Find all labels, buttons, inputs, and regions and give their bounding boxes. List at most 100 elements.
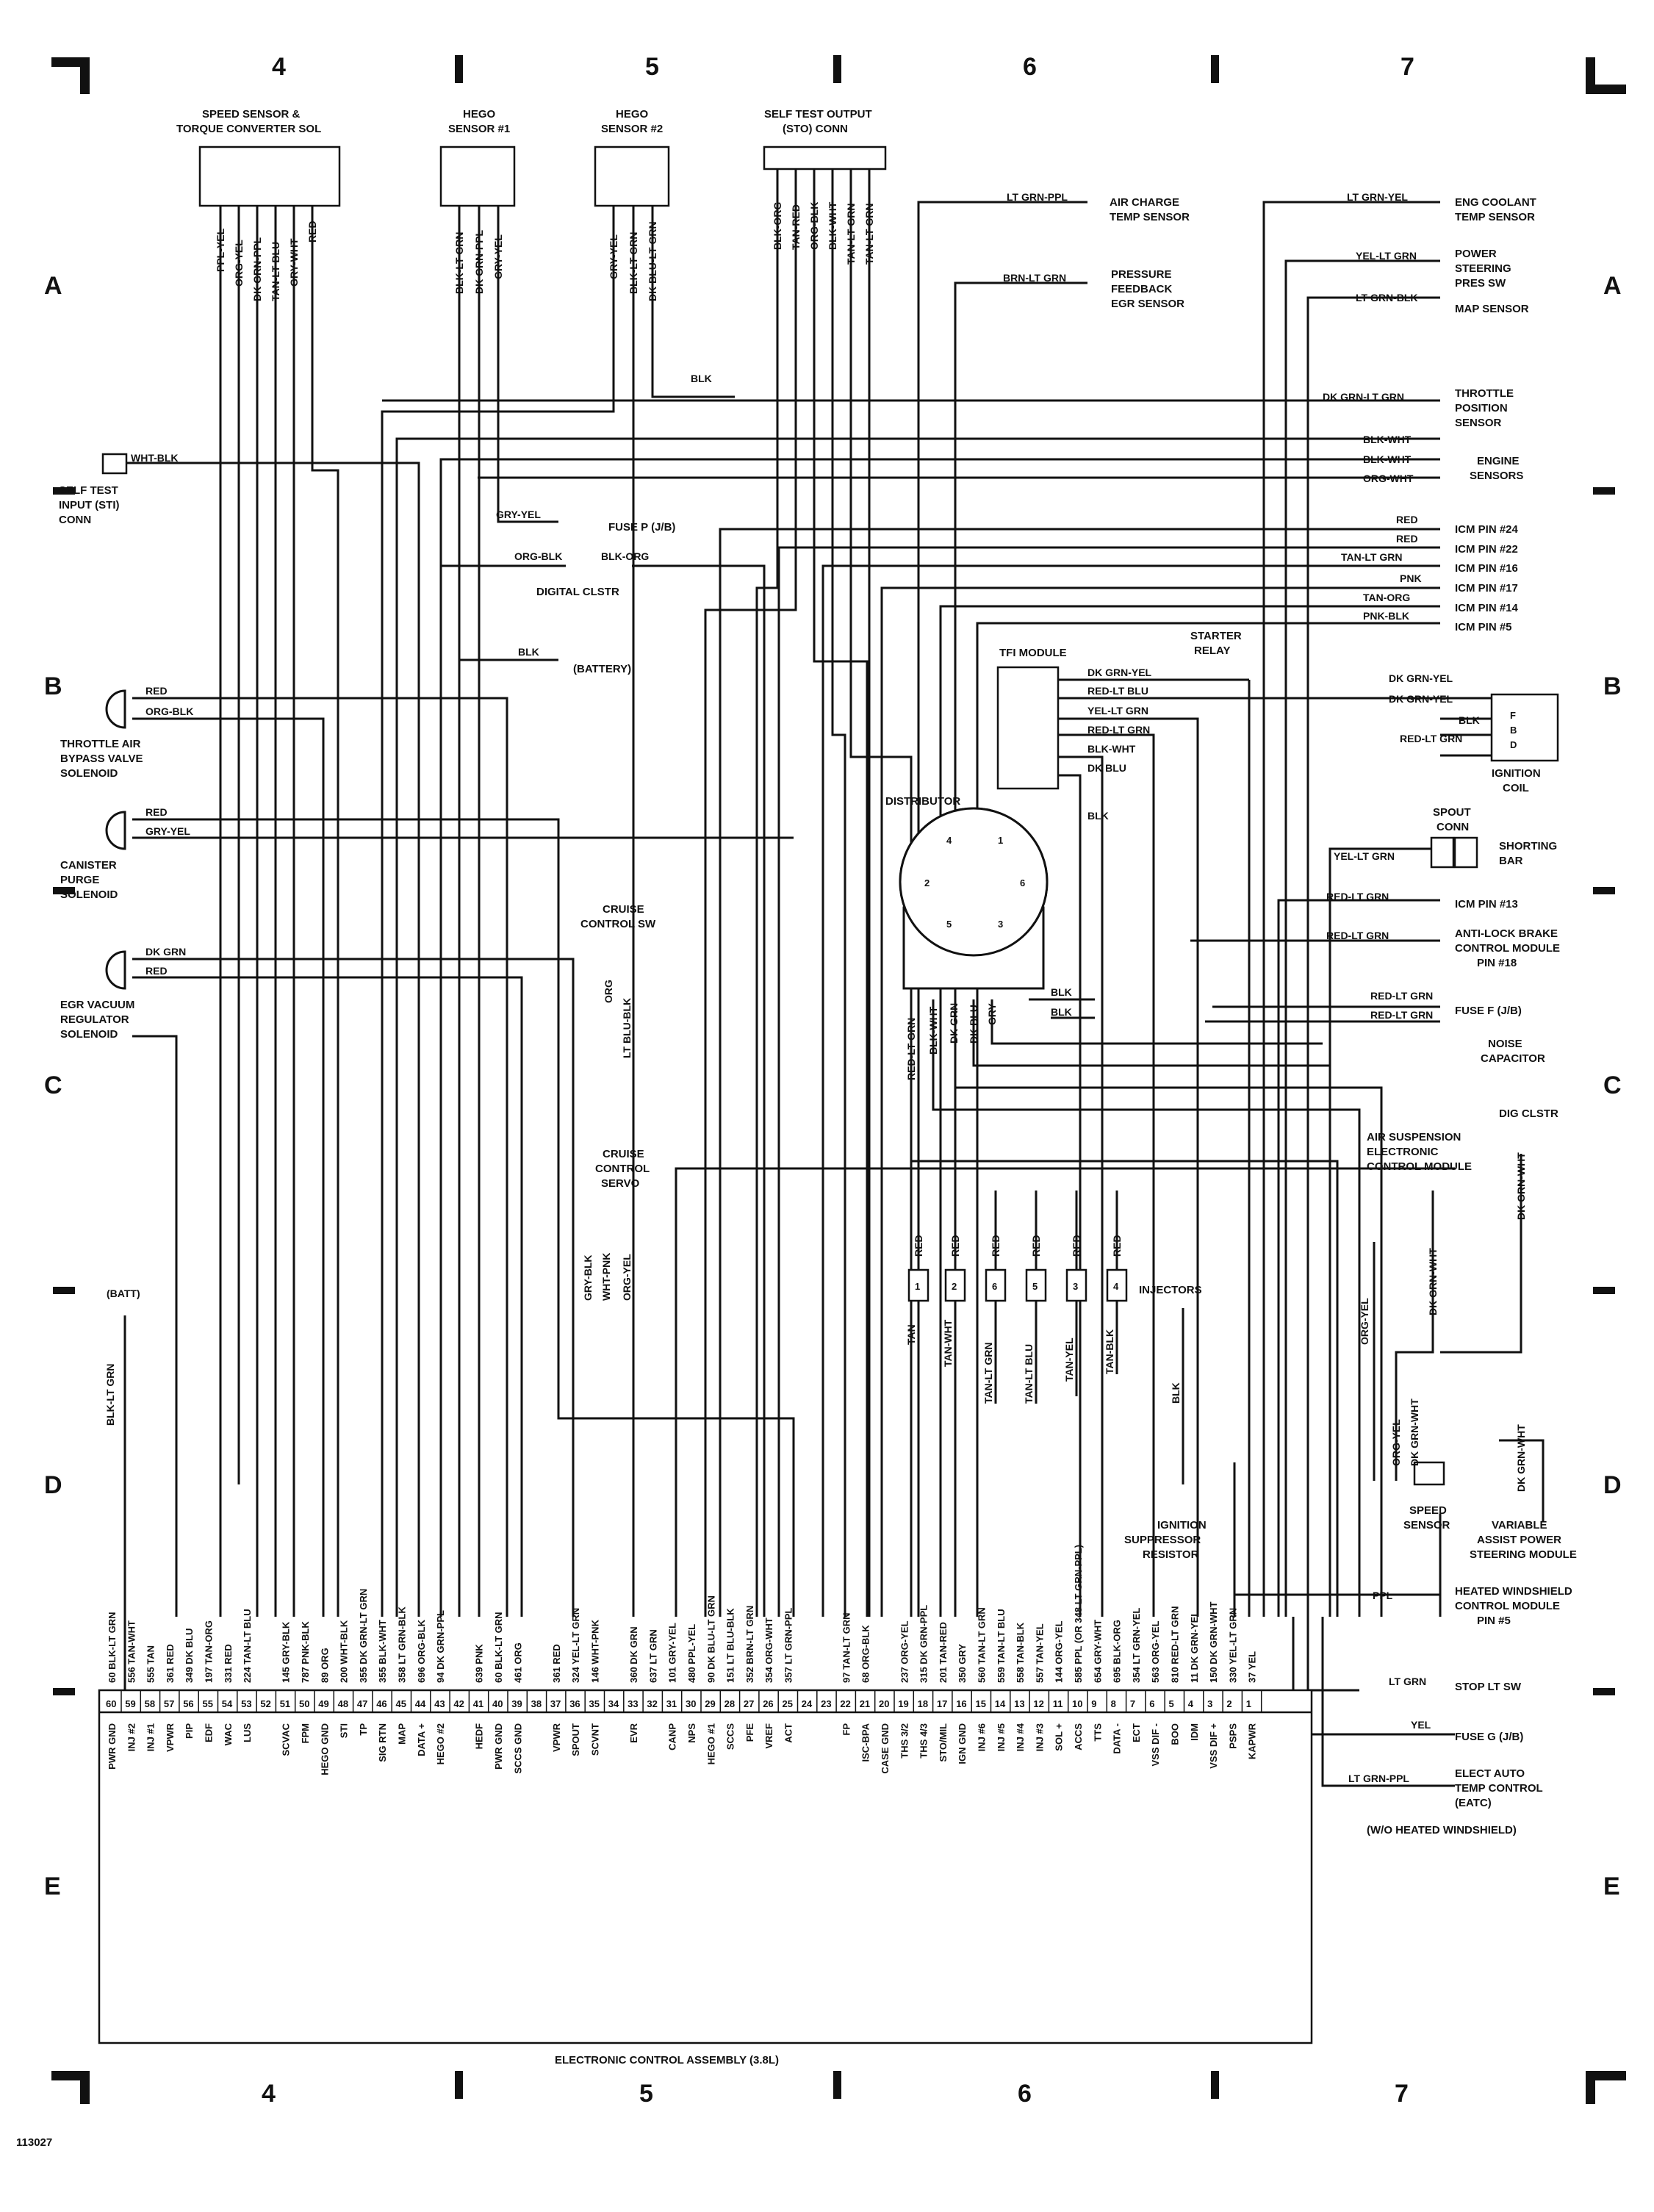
- eca-pin-circuit: 68 ORG-BLK: [860, 1625, 871, 1683]
- dig-clstr-label: DIG CLSTR: [1499, 1107, 1558, 1120]
- eca-pin-circuit: 556 TAN-WHT: [126, 1620, 137, 1683]
- ect-label-2: TEMP SENSOR: [1455, 211, 1535, 223]
- sti-label-2: INPUT (STI): [59, 499, 120, 511]
- battery-label: (BATTERY): [573, 663, 631, 675]
- eca-pin-number: 52: [260, 1698, 270, 1709]
- hego2-wire-2: BLK-LT GRN: [628, 232, 639, 295]
- eca-pin-number: 20: [879, 1698, 889, 1709]
- eca-pin-circuit: 355 DK GRN-LT GRN: [358, 1589, 369, 1683]
- eca-pin-number: 18: [918, 1698, 928, 1709]
- injectors-label: INJECTORS: [1139, 1284, 1202, 1296]
- sto-wire-5: TAN-LT GRN: [845, 204, 857, 265]
- hw-wire: PPL: [1373, 1590, 1393, 1601]
- icm16-label: ICM PIN #16: [1455, 562, 1518, 575]
- eca-pin-circuit: 354 LT GRN-YEL: [1131, 1608, 1142, 1683]
- egr-label-2: REGULATOR: [60, 1013, 129, 1026]
- eca-pin-function: ACCS: [1073, 1723, 1084, 1750]
- eca-pin-number: 41: [473, 1698, 483, 1709]
- icm13-label: ICM PIN #13: [1455, 898, 1518, 911]
- eca-pin-number: 6: [1149, 1698, 1154, 1709]
- eca-pin-number: 31: [666, 1698, 677, 1709]
- dist-wire-3: DK GRN: [948, 1003, 960, 1044]
- hw-label-1: HEATED WINDSHIELD: [1455, 1585, 1572, 1598]
- pfe-label-2: FEEDBACK: [1111, 283, 1173, 295]
- servo-wire-1: GRY-BLK: [582, 1255, 594, 1301]
- fuse-p-label: FUSE P (J/B): [608, 521, 675, 534]
- eca-pin-number: 10: [1072, 1698, 1082, 1709]
- eca-pin-number: 50: [299, 1698, 309, 1709]
- corner-marks: [51, 55, 1626, 2104]
- eca-pin-function: ACT: [783, 1723, 794, 1743]
- eca-pin-function: STI: [339, 1723, 350, 1738]
- hego1-wire-3: GRY-YEL: [492, 234, 504, 279]
- eca-pin-circuit: 60 BLK-LT GRN: [107, 1612, 118, 1683]
- eca-pin-number: 26: [763, 1698, 773, 1709]
- eca-pin-circuit: 145 GRY-BLK: [281, 1621, 292, 1683]
- hego1-wire-1: BLK-LT GRN: [453, 232, 465, 295]
- eca-pin-function: THS 4/3: [918, 1723, 930, 1759]
- eca-pin-number: 53: [241, 1698, 251, 1709]
- pfe-wire: BRN-LT GRN: [1003, 272, 1066, 284]
- col-label-bottom-7: 7: [1395, 2080, 1409, 2108]
- tps-label-1: THROTTLE: [1455, 387, 1514, 400]
- hw-label-3: PIN #5: [1477, 1615, 1511, 1627]
- eca-pin-number: 29: [705, 1698, 715, 1709]
- dist-term-1: 1: [998, 835, 1003, 846]
- map-wire: LT GRN-BLK: [1356, 292, 1418, 304]
- cps-label-2: PURGE: [60, 874, 99, 886]
- row-label-right-e: E: [1603, 1872, 1620, 1900]
- inj-num-3: 6: [992, 1281, 997, 1292]
- eca-pin-circuit: 585 PPL (OR 348 LT GRN-PPL): [1073, 1545, 1084, 1683]
- eca-pin-circuit: 60 BLK-LT GRN: [493, 1612, 504, 1683]
- eca-pin-number: 19: [898, 1698, 908, 1709]
- eca-pin-function: VPWR: [165, 1723, 176, 1752]
- sst-wire-4: TAN-LT BLU: [270, 242, 281, 301]
- supp-wire: BLK: [1170, 1382, 1182, 1404]
- icm17-label: ICM PIN #17: [1455, 582, 1518, 595]
- eca-pin-circuit: 361 RED: [165, 1644, 176, 1683]
- sst-wire-2: ORG-YEL: [233, 240, 245, 287]
- dist-wire-5: GRY: [986, 1003, 998, 1025]
- col-label-bottom-6: 6: [1018, 2080, 1032, 2108]
- coil-wire-1: DK GRN-YEL: [1389, 672, 1453, 684]
- eca-pin-number: 39: [511, 1698, 522, 1709]
- eca-pin-function: INJ #1: [145, 1723, 157, 1751]
- eca-pin-number: 24: [802, 1698, 813, 1709]
- row-label-left-b: B: [44, 672, 62, 700]
- eca-pin-number: 40: [492, 1698, 503, 1709]
- distributor-cap: [899, 807, 1049, 990]
- injector-bodies: [907, 1268, 1128, 1302]
- eca-pin-function: KAPWR: [1247, 1723, 1258, 1759]
- dist-blk-1: BLK: [1051, 986, 1072, 998]
- eca-pin-function: SCVNT: [590, 1723, 601, 1756]
- eca-pin-function: EDF: [204, 1723, 215, 1742]
- tfi-label: TFI MODULE: [999, 647, 1067, 659]
- eca-pin-circuit: 349 DK BLU: [184, 1629, 195, 1683]
- icm22-label: ICM PIN #22: [1455, 543, 1518, 556]
- eca-pin-function: INJ #5: [996, 1723, 1007, 1751]
- col-label-bottom-4: 4: [262, 2080, 276, 2108]
- inj-top-1: RED: [913, 1235, 924, 1257]
- cruise-sw-wire-1: ORG: [603, 980, 614, 1003]
- eca-pin-function: HEGO GND: [319, 1723, 330, 1775]
- wire-paths: [123, 169, 1545, 1787]
- icm-wire-3: TAN-LT GRN: [1341, 551, 1402, 563]
- eca-pin-function: PSPS: [1227, 1723, 1238, 1749]
- eca-pin-number: 17: [937, 1698, 947, 1709]
- eca-pin-number: 46: [376, 1698, 386, 1709]
- icm-wire-4: PNK: [1400, 572, 1422, 584]
- eca-pin-circuit: 11 DK GRN-YEL: [1189, 1611, 1200, 1683]
- eca-pin-number: 14: [995, 1698, 1006, 1709]
- eca-pin-function: INJ #6: [977, 1723, 988, 1751]
- eca-pin-number: 1: [1246, 1698, 1251, 1709]
- batt-wire: BLK-LT GRN: [104, 1364, 116, 1426]
- dist-term-3: 3: [998, 919, 1003, 930]
- eca-pin-circuit: 101 GRY-YEL: [667, 1623, 678, 1683]
- eca-pin-number: 30: [686, 1698, 696, 1709]
- eca-pin-circuit: 357 LT GRN-PPL: [783, 1608, 794, 1683]
- eca-pin-circuit: 89 ORG: [319, 1648, 330, 1683]
- eca-pin-circuit: 555 TAN: [145, 1645, 157, 1683]
- eca-pin-number: 11: [1053, 1698, 1063, 1709]
